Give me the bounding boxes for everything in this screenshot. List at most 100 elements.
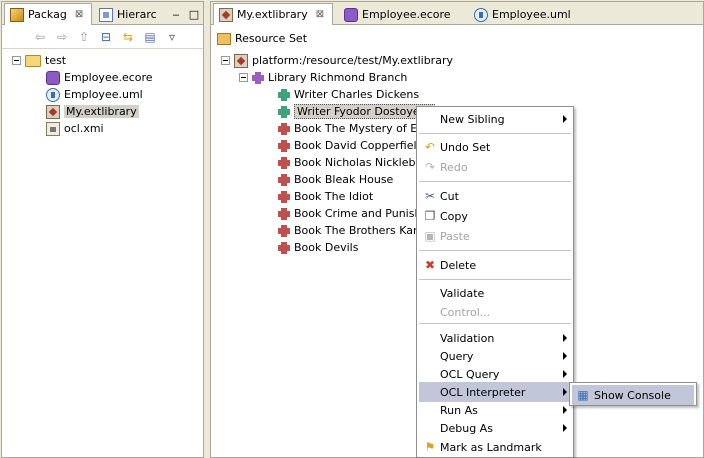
tree-item-book[interactable]: Book Crime and Punishme <box>278 205 439 222</box>
collapse-toggle[interactable] <box>221 56 230 65</box>
menu-item-copy[interactable]: ❐ Copy <box>419 206 571 226</box>
link-with-editor-icon[interactable]: ⇆ <box>122 29 134 44</box>
menu-item-validate[interactable]: Validate <box>419 283 571 303</box>
menu-item-label: New Sibling <box>440 112 505 126</box>
folder-icon <box>25 54 41 67</box>
collapse-all-icon[interactable]: ⊟ <box>100 29 112 44</box>
xmi-file-icon <box>46 121 60 136</box>
tree-item-ocl-xmi[interactable]: ocl.xmi <box>46 120 104 137</box>
menu-item-undo[interactable]: ↶ Undo Set <box>419 137 571 157</box>
tab-label: Packag <box>28 8 67 21</box>
tab-employee-uml[interactable]: Employee.uml <box>469 4 589 25</box>
close-icon[interactable]: ⊠ <box>315 9 325 20</box>
menu-item-validation[interactable]: Validation <box>419 328 571 348</box>
hierarchy-icon <box>99 7 113 22</box>
menu-item-show-console[interactable]: ▦ Show Console <box>572 385 694 405</box>
maximize-button[interactable]: □ <box>186 4 202 25</box>
tab-hierarchy[interactable]: Hierarc <box>94 4 174 25</box>
back-icon[interactable]: ⇦ <box>34 29 46 44</box>
menu-item-new-sibling[interactable]: New Sibling <box>419 109 571 129</box>
delete-icon: ✖ <box>424 258 436 272</box>
tree-item-label: Book Crime and Punishme <box>294 207 439 220</box>
submenu-arrow-icon <box>563 424 567 432</box>
tree-item-employee-ecore[interactable]: Employee.ecore <box>46 69 153 86</box>
tree-item-book[interactable]: Book David Copperfield <box>278 137 424 154</box>
menu-separator <box>419 323 571 324</box>
tree-item-writer[interactable]: Writer Fyodor Dostoyevs <box>278 103 435 120</box>
menu-item-mark-as-landmark[interactable]: ⚑ Mark as Landmark <box>419 437 571 457</box>
tree-item-label: Book Nicholas Nickleby <box>294 156 422 169</box>
menu-item-debug-as[interactable]: Debug As <box>419 418 571 438</box>
package-icon <box>10 7 24 22</box>
forward-icon[interactable]: ⇨ <box>56 29 68 44</box>
view-menu-icon[interactable]: ▿ <box>168 29 176 44</box>
tree-item-label: Book David Copperfield <box>294 139 424 152</box>
up-icon[interactable]: ⇧ <box>78 29 90 44</box>
package-explorer-toolbar: ⇦ ⇨ ⇧ ⊟ ⇆ ▤ ▿ <box>2 25 203 49</box>
submenu-arrow-icon <box>563 334 567 342</box>
ocl-interpreter-submenu: ▦ Show Console <box>569 382 697 406</box>
writer-icon <box>278 88 290 101</box>
tree-item-book[interactable]: Book The Mystery of Edw <box>278 120 433 137</box>
menu-item-ocl-query[interactable]: OCL Query <box>419 364 571 384</box>
package-tree: test Employee.ecore Employee.uml My.extl… <box>2 50 203 457</box>
extlibrary-file-icon <box>219 7 233 22</box>
menu-item-label: OCL Query <box>440 367 500 381</box>
menu-item-paste[interactable]: ▣ Paste <box>419 226 571 246</box>
submenu-arrow-icon <box>563 388 567 396</box>
minimize-button[interactable]: ‒ <box>168 4 184 25</box>
close-icon[interactable]: ⊠ <box>74 9 84 20</box>
tree-item-book[interactable]: Book Devils <box>278 239 358 256</box>
menu-item-run-as[interactable]: Run As <box>419 400 571 420</box>
collapse-toggle[interactable] <box>12 56 21 65</box>
menu-item-redo[interactable]: ↷ Redo <box>419 157 571 177</box>
tree-item-book[interactable]: Book Nicholas Nickleby <box>278 154 422 171</box>
menu-item-label: Undo Set <box>440 140 491 154</box>
tab-employee-ecore[interactable]: Employee.ecore <box>339 4 463 25</box>
tree-item-book[interactable]: Book Bleak House <box>278 171 393 188</box>
menu-item-label: Cut <box>440 189 459 203</box>
package-explorer-panel: Packag ⊠ Hierarc ‒ □ ⇦ ⇨ ⇧ ⊟ ⇆ ▤ ▿ test … <box>1 1 204 458</box>
menu-item-label: Copy <box>440 209 468 223</box>
menu-item-ocl-interpreter[interactable]: OCL Interpreter <box>419 382 571 402</box>
menu-item-label: Debug As <box>440 421 493 435</box>
tab-my-extlibrary[interactable]: My.extlibrary ⊠ <box>213 3 333 25</box>
console-icon: ▦ <box>577 388 589 402</box>
submenu-arrow-icon <box>563 406 567 414</box>
collapse-toggle[interactable] <box>239 73 248 82</box>
tree-item-label: Book The Idiot <box>294 190 374 203</box>
extlibrary-file-icon <box>46 104 60 119</box>
menu-item-query[interactable]: Query <box>419 346 571 366</box>
tree-item-resource[interactable]: platform:/resource/test/My.extlibrary <box>221 52 453 69</box>
redo-icon: ↷ <box>424 160 436 174</box>
filter-icon[interactable]: ▤ <box>144 29 156 44</box>
submenu-arrow-icon <box>563 370 567 378</box>
tree-item-label: Book Bleak House <box>294 173 394 186</box>
menu-separator <box>419 250 571 251</box>
tree-item-library[interactable]: Library Richmond Branch <box>239 69 407 86</box>
menu-item-label: Validate <box>440 286 485 300</box>
tree-item-label: platform:/resource/test/My.extlibrary <box>252 54 453 67</box>
menu-item-label: Query <box>440 349 474 363</box>
context-menu: New Sibling ↶ Undo Set ↷ Redo ✂ Cut ❐ Co… <box>416 106 574 458</box>
tab-package-explorer[interactable]: Packag ⊠ <box>4 3 92 25</box>
menu-item-label: Show Console <box>594 388 671 402</box>
tab-label: My.extlibrary <box>237 8 308 21</box>
tree-item-my-extlibrary[interactable]: My.extlibrary <box>46 103 139 120</box>
book-icon <box>278 122 290 135</box>
tree-item-book[interactable]: Book The Idiot <box>278 188 373 205</box>
menu-item-delete[interactable]: ✖ Delete <box>419 255 571 275</box>
cut-icon: ✂ <box>424 189 436 203</box>
tab-label: Employee.uml <box>492 8 571 21</box>
tree-item-writer[interactable]: Writer Charles Dickens <box>278 86 419 103</box>
menu-item-label: Run As <box>440 403 478 417</box>
tree-item-test[interactable]: test <box>12 52 66 69</box>
menu-item-control[interactable]: Control... <box>419 302 571 322</box>
resource-set-header: Resource Set <box>217 30 307 47</box>
menu-item-cut[interactable]: ✂ Cut <box>419 186 571 206</box>
tree-item-book[interactable]: Book The Brothers Karam <box>278 222 435 239</box>
tree-item-employee-uml[interactable]: Employee.uml <box>46 86 143 103</box>
tree-item-label: Writer Fyodor Dostoyevs <box>294 104 435 119</box>
tree-item-label: ocl.xmi <box>64 122 104 135</box>
resource-icon <box>234 53 248 68</box>
